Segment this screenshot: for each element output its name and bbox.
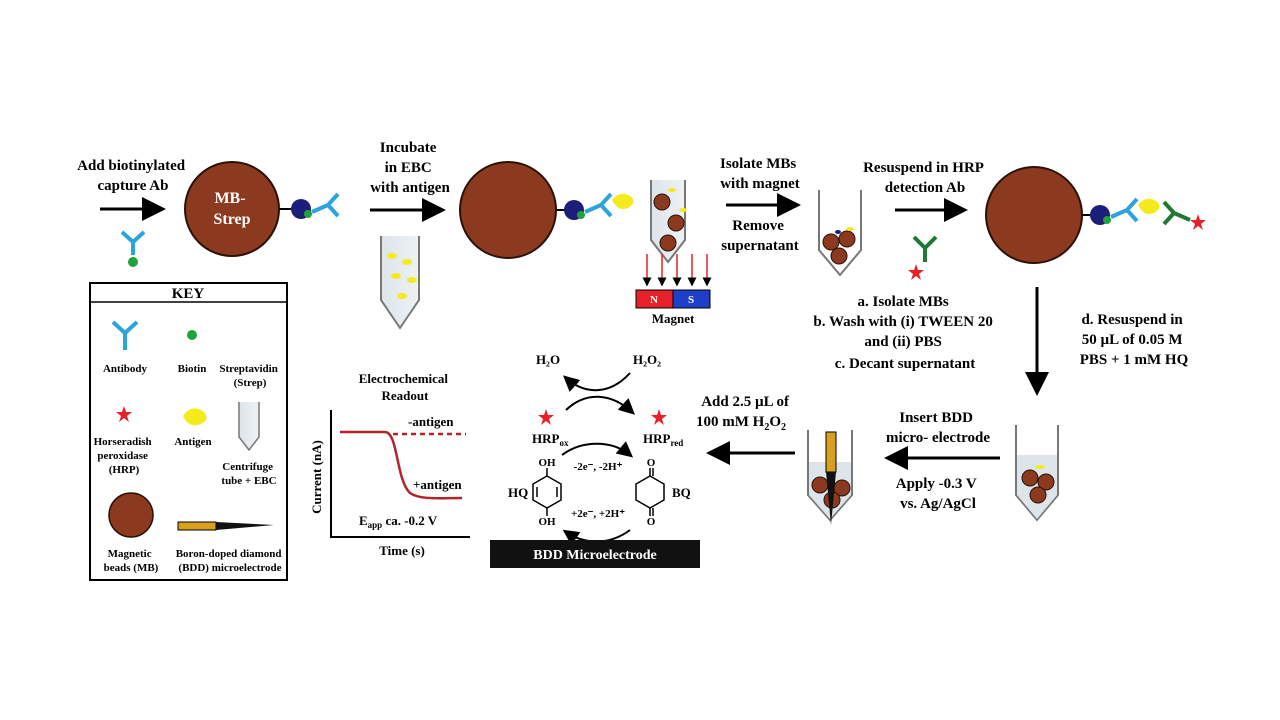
bdd-electrode-bar-label: BDD Microelectrode — [533, 548, 657, 563]
hrp-detection-antibody-icon — [908, 235, 938, 280]
hq-top-oh: OH — [538, 457, 556, 469]
key-bdd-electrode-icon — [177, 521, 274, 531]
minus-antigen-label: -antigen — [408, 414, 454, 429]
key-antibody-label: Antibody — [103, 363, 148, 375]
add-h2o2-label: Add 2.5 µL of 100 mM H2O2 — [696, 394, 793, 433]
bq-top-o: O — [647, 457, 656, 469]
key-antigen-label: Antigen — [174, 436, 211, 448]
key-bdd-label: Boron-doped diamond (BDD) microelectrode — [176, 548, 285, 574]
ebc-tube-with-antigen — [380, 236, 420, 330]
bead-with-antigen — [459, 161, 557, 259]
reduction-reaction-label: +2e⁻, +2H⁺ — [571, 508, 625, 520]
washed-bead-tube — [818, 190, 862, 277]
magnetic-field-arrows — [642, 254, 712, 287]
key-biotin-label: Biotin — [178, 363, 207, 375]
hydroquinone-structure — [532, 468, 562, 516]
hrp-ox-star — [538, 409, 554, 425]
hrp-oxidation-arrow — [565, 395, 635, 415]
hrp-red-label: HRPred — [643, 431, 683, 448]
key-hrp-label: Horseradish peroxidase (HRP) — [94, 436, 155, 476]
plus-antigen-curve — [340, 430, 463, 500]
resuspend-hrp-label: Resuspend in HRP detection Ab — [863, 160, 987, 196]
sandwich-bead — [985, 166, 1083, 264]
wash-steps-label: a. Isolate MBs b. Wash with (i) TWEEN 20… — [813, 294, 996, 372]
readout-title: Electrochemical Readout — [359, 371, 452, 403]
mb-strep-label: MB- Strep — [213, 190, 250, 228]
sandwich-immunocomplex — [1090, 197, 1206, 230]
hq-tube — [1015, 425, 1059, 522]
biotin-icon — [128, 257, 138, 267]
hrp-reduction-arrow — [561, 441, 634, 458]
readout-x-label: Time (s) — [379, 543, 425, 558]
bq-to-hq-arrow — [562, 529, 631, 546]
h2o2-label: H₂O₂ — [633, 352, 661, 367]
key-antigen-icon — [183, 408, 207, 426]
bq-label: BQ — [672, 485, 691, 500]
bdd-electrode-bar — [490, 540, 700, 568]
apply-voltage-label: Apply -0.3 V vs. Ag/AgCl — [896, 476, 980, 512]
h2o2-to-h2o-arrow — [563, 372, 631, 392]
add-capture-label: Add biotinylated capture Ab — [77, 158, 189, 194]
magnet-tube — [650, 180, 687, 264]
key-streptavidin-label: Streptavidin (Strep) — [219, 363, 280, 389]
mb-strep-bead — [184, 161, 280, 257]
bead-antibody-antigen-complex — [564, 192, 634, 220]
h2o-label: H₂O — [536, 352, 560, 367]
magnet-label: Magnet — [652, 311, 695, 326]
key-biotin-icon — [187, 330, 197, 340]
plus-antigen-label: +antigen — [413, 477, 462, 492]
isolate-label: Isolate MBs with magnet — [720, 156, 800, 192]
readout-y-label: Current (nA) — [309, 440, 324, 514]
hq-bottom-oh: OH — [538, 516, 556, 528]
hq-label: HQ — [508, 485, 528, 500]
bq-bottom-o: O — [647, 516, 656, 528]
electrode-tube — [807, 430, 853, 525]
insert-bdd-label: Insert BDD micro- electrode — [886, 410, 990, 446]
benzoquinone-structure — [635, 468, 665, 516]
magnet-s-label: S — [688, 294, 694, 306]
key-hrp-icon — [116, 406, 132, 422]
remove-supernatant-label: Remove supernatant — [721, 218, 799, 254]
key-bead-label: Magnetic beads (MB) — [104, 548, 159, 574]
incubate-label: Incubate in EBC with antigen — [370, 140, 450, 196]
key-tube-icon — [238, 402, 260, 452]
resuspend-hq-label: d. Resuspend in 50 µL of 0.05 M PBS + 1 … — [1080, 312, 1189, 368]
eapp-label: Eapp ca. -0.2 V — [359, 513, 438, 530]
key-title: KEY — [172, 286, 205, 302]
oxidation-reaction-label: -2e⁻, -2H⁺ — [574, 461, 623, 473]
streptavidin-biotin-antibody-complex — [291, 192, 340, 219]
hrp-red-star — [651, 409, 667, 425]
key-antibody-icon — [111, 320, 139, 350]
key-tube-label: Centrifuge tube + EBC — [221, 461, 276, 487]
capture-antibody-icon — [120, 230, 146, 255]
magnet-south — [672, 289, 711, 309]
hrp-ox-label: HRPox — [532, 431, 569, 448]
key-bead-icon — [108, 492, 154, 538]
magnet-n-label: N — [650, 294, 658, 306]
